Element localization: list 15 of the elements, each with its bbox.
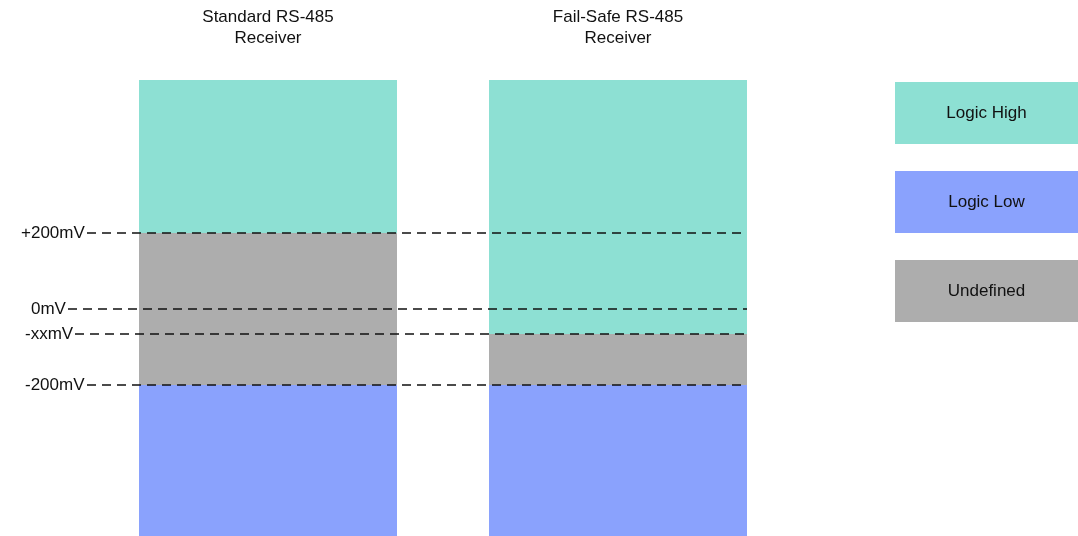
voltage-label: -xxmV [25,324,74,344]
column-heading: Standard RS-485 Receiver [201,6,335,48]
voltage-label: +200mV [21,223,85,243]
voltage-label: 0mV [31,299,66,319]
legend-label: Logic Low [948,192,1025,212]
signal-band [139,80,397,233]
legend-label: Logic High [946,103,1027,123]
signal-band [489,80,747,334]
voltage-label: -200mV [25,375,85,395]
signal-band [139,385,397,536]
signal-band [489,334,747,385]
legend-label: Undefined [947,281,1026,301]
column-heading: Fail-Safe RS-485 Receiver [551,6,685,48]
signal-band [139,233,397,385]
signal-band [489,385,747,536]
